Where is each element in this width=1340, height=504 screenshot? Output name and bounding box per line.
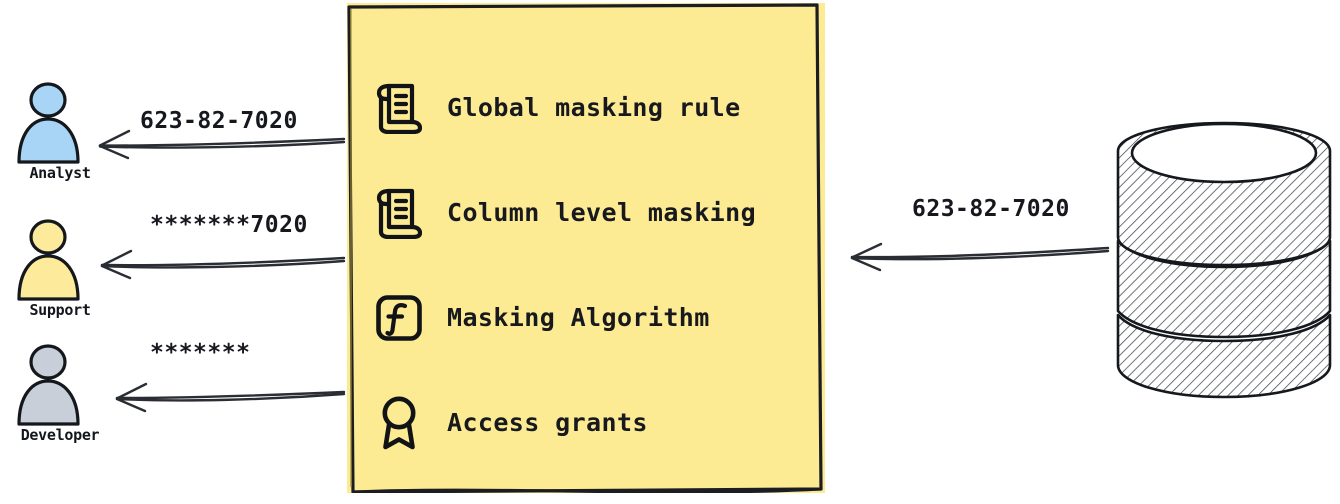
award-icon — [375, 395, 423, 451]
actor-label: Support — [29, 301, 91, 319]
arrow-database-to-policy — [850, 242, 1110, 272]
flow-value-support: *******7020 — [150, 212, 308, 238]
actor-developer[interactable]: Developer — [0, 340, 120, 443]
actor-label: Developer — [20, 426, 100, 444]
policy-item-list: Global masking rule Column level masking — [375, 55, 815, 475]
arrow-to-support — [100, 249, 346, 280]
policy-item-access-grants[interactable]: Access grants — [375, 370, 815, 475]
policy-item-masking-algorithm[interactable]: Masking Algorithm — [375, 265, 815, 370]
scroll-icon — [375, 185, 423, 241]
actor-label: Analyst — [29, 164, 91, 182]
person-icon — [17, 344, 80, 426]
actor-support[interactable]: Support — [0, 215, 120, 318]
policy-item-column-level-masking[interactable]: Column level masking — [375, 160, 815, 265]
arrow-to-developer — [115, 382, 346, 413]
flow-value-analyst: 623-82-7020 — [140, 108, 298, 134]
policy-item-label: Access grants — [447, 408, 648, 437]
actor-analyst[interactable]: Analyst — [0, 78, 120, 181]
database-icon — [1116, 121, 1332, 399]
policy-item-label: Masking Algorithm — [447, 303, 710, 332]
flow-value-developer: ******* — [150, 340, 251, 366]
policy-item-label: Column level masking — [447, 198, 757, 227]
flow-value-source: 623-82-7020 — [912, 196, 1070, 222]
arrow-to-analyst — [98, 129, 346, 160]
person-icon — [17, 82, 80, 164]
policy-item-global-masking-rule[interactable]: Global masking rule — [375, 55, 815, 160]
scroll-icon — [375, 80, 423, 136]
policy-item-label: Global masking rule — [447, 93, 741, 122]
function-icon — [375, 290, 423, 346]
person-icon — [17, 219, 80, 301]
